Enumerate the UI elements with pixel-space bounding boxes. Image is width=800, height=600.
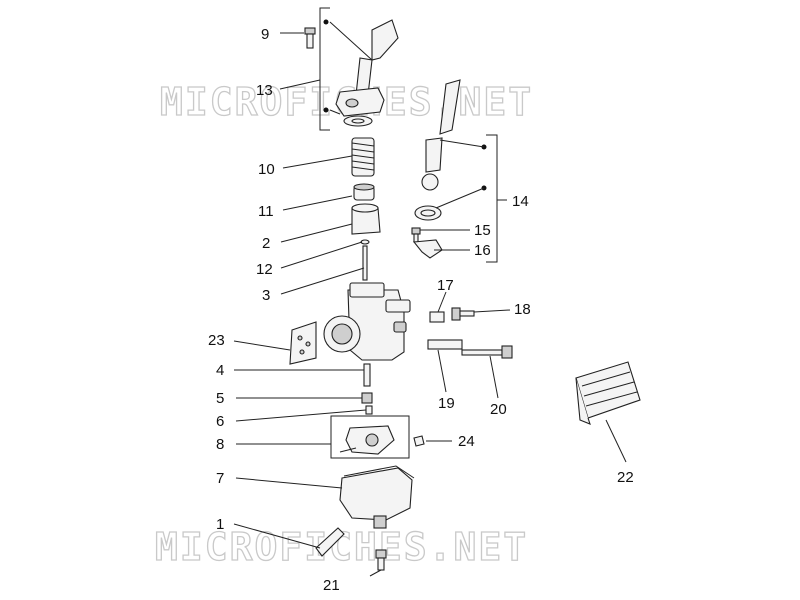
part-20-screw [461, 345, 513, 359]
label-7: 7 [216, 470, 224, 487]
part-5-jet [361, 392, 373, 404]
part-22-filter [575, 361, 641, 425]
part-3-needle [362, 245, 368, 281]
label-11: 11 [258, 203, 274, 220]
label-8: 8 [216, 436, 224, 453]
part-7-float-bowl [339, 465, 415, 529]
label-15: 15 [474, 222, 491, 239]
label-1: 1 [216, 516, 224, 533]
part-12-clip [360, 239, 370, 245]
label-18: 18 [514, 301, 531, 318]
part-19-spring [427, 339, 463, 350]
label-5: 5 [216, 390, 224, 407]
part-2-slide [351, 203, 381, 235]
part-11-retainer [353, 183, 375, 201]
part-14-choke [414, 79, 461, 221]
part-10-spring [351, 137, 375, 177]
bracket-13 [319, 7, 330, 131]
label-23: 23 [208, 332, 225, 349]
part-13-throttle-cap [335, 19, 399, 127]
part-1-hose [315, 527, 345, 557]
label-3: 3 [262, 287, 270, 304]
label-12: 12 [256, 261, 273, 278]
part-8-float [330, 415, 410, 459]
label-10: 10 [258, 161, 275, 178]
label-17: 17 [437, 277, 454, 294]
label-4: 4 [216, 362, 224, 379]
carburetor-body [323, 282, 411, 361]
part-24-clip [413, 435, 425, 447]
part-23-gasket [289, 321, 317, 365]
label-16: 16 [474, 242, 491, 259]
part-21-drain-screw [375, 549, 387, 571]
label-20: 20 [490, 401, 507, 418]
callout-labels: 9 13 10 11 2 12 3 23 4 5 6 8 7 1 21 14 1… [208, 26, 634, 594]
label-14: 14 [512, 193, 529, 210]
part-15-screw [411, 227, 421, 243]
part-6-jet [365, 405, 373, 415]
label-2: 2 [262, 235, 270, 252]
label-6: 6 [216, 413, 224, 430]
label-13: 13 [256, 82, 273, 99]
label-22: 22 [617, 469, 634, 486]
part-4-jet [363, 363, 371, 387]
part-17-spring [429, 311, 445, 323]
part-16-clamp [412, 239, 443, 259]
part-18-screw [451, 307, 475, 321]
label-9: 9 [261, 26, 269, 43]
label-24: 24 [458, 433, 475, 450]
part-9-screw [304, 27, 316, 49]
leader-lines [233, 21, 627, 577]
label-19: 19 [438, 395, 455, 412]
label-21: 21 [323, 577, 340, 594]
